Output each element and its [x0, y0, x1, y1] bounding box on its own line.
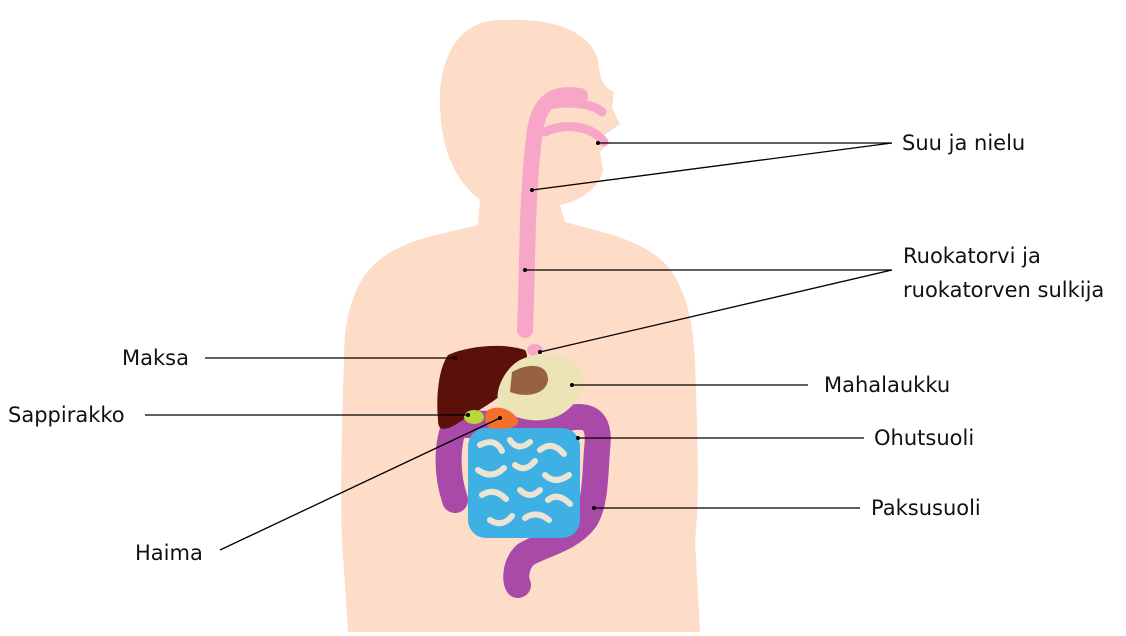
label-esophagus-line1: Ruokatorvi ja [903, 243, 1041, 270]
small-intestine [468, 428, 580, 538]
label-stomach: Mahalaukku [824, 372, 950, 399]
label-liver: Maksa [122, 345, 189, 372]
label-esophagus-line2: ruokatorven sulkija [903, 277, 1104, 304]
label-pancreas: Haima [135, 540, 203, 567]
gallbladder [464, 410, 484, 424]
label-gallbladder: Sappirakko [8, 402, 125, 429]
label-large-intestine: Paksusuoli [871, 495, 981, 522]
label-mouth-pharynx: Suu ja nielu [902, 130, 1025, 157]
label-small-intestine: Ohutsuoli [874, 425, 974, 452]
